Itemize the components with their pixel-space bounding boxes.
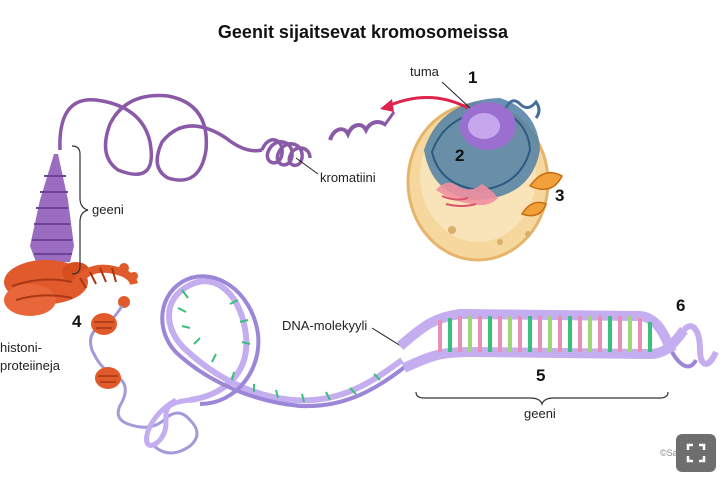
coiled-chromatin-column <box>4 154 90 316</box>
arrow-head <box>380 99 394 112</box>
number-1: 1 <box>468 68 478 87</box>
label-dna-molekyyli: DNA-molekyyli <box>282 318 368 333</box>
supercoil-fiber <box>70 263 138 308</box>
label-histoni-line1: histoni- <box>0 340 42 355</box>
tuma-leader <box>441 81 471 109</box>
nucleosome-chain <box>89 305 199 455</box>
pointer-arrow <box>387 96 469 110</box>
cell-illustration <box>406 98 563 262</box>
diagram-title: Geenit sijaitsevat kromosomeissa <box>217 22 509 42</box>
label-geeni-bottom: geeni <box>524 406 556 421</box>
number-4: 4 <box>72 312 82 331</box>
geeni-brace-vertical <box>71 145 89 275</box>
number-5: 5 <box>536 366 546 385</box>
label-kromatiini: kromatiini <box>320 170 376 185</box>
copyright-text: ©Sa <box>660 448 678 458</box>
label-geeni-top: geeni <box>92 202 124 217</box>
fullscreen-button[interactable] <box>676 434 716 472</box>
chromatin-thread <box>58 93 396 182</box>
dna-leader <box>371 327 405 349</box>
geeni-brace-horizontal <box>415 391 669 406</box>
number-3: 3 <box>555 186 565 205</box>
label-histoni-line2: proteiineja <box>0 358 60 373</box>
expand-icon <box>686 443 706 463</box>
dna-helix-loop <box>144 274 408 448</box>
kromatiini-leader <box>295 157 319 175</box>
number-6: 6 <box>676 296 686 315</box>
number-2: 2 <box>455 146 465 165</box>
dna-ladder <box>396 308 719 373</box>
label-tuma: tuma <box>410 64 439 79</box>
